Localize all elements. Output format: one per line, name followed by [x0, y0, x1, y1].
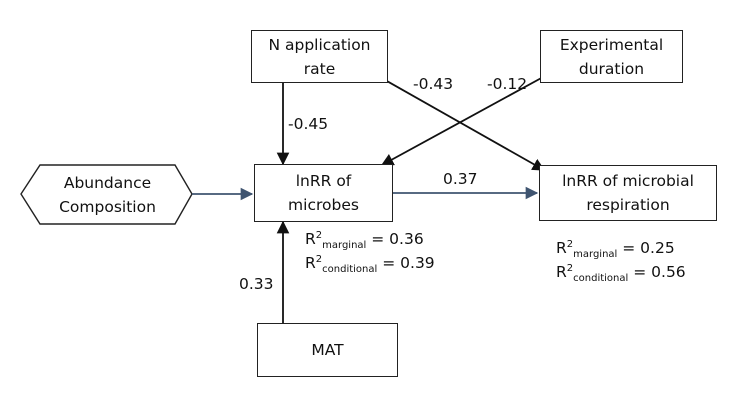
- node-respiration-line2: respiration: [586, 196, 670, 214]
- coef-n-rate-to-respiration: -0.43: [413, 75, 454, 93]
- stats-microbes-conditional: R2conditional = 0.39: [305, 253, 435, 276]
- node-n-rate-line2: rate: [303, 59, 336, 78]
- node-lnrr-microbes: lnRR of microbes: [254, 164, 393, 222]
- stats-respiration: R2marginal = 0.25 R2conditional = 0.56: [556, 236, 686, 284]
- node-lnrr-respiration: lnRR of microbial respiration: [539, 165, 717, 221]
- node-respiration-line1: lnRR of microbial: [562, 172, 694, 190]
- node-microbes-line2: microbes: [288, 196, 359, 214]
- coef-mat-to-microbes: 0.33: [239, 275, 274, 293]
- node-mat-label: MAT: [311, 341, 344, 359]
- node-n-rate-line1: N application: [268, 35, 371, 54]
- stats-microbes: R2marginal = 0.36 R2conditional = 0.39: [305, 227, 435, 275]
- node-microbes-line1: lnRR of: [295, 172, 352, 190]
- arrow-duration-to-microbes: [380, 75, 546, 166]
- arrow-n-rate-to-respiration: [377, 75, 546, 171]
- coef-n-rate-to-microbes: -0.45: [288, 115, 329, 133]
- stats-microbes-marginal: R2marginal = 0.36: [305, 229, 424, 252]
- node-abundance-line2: Composition: [59, 197, 156, 216]
- coef-microbes-to-respiration: 0.37: [443, 170, 478, 188]
- node-n-application-rate: N application rate: [251, 30, 388, 83]
- node-duration-line2: duration: [578, 59, 645, 78]
- node-abundance-line1: Abundance: [63, 173, 152, 192]
- stats-respiration-marginal: R2marginal = 0.25: [556, 238, 675, 261]
- node-duration-line1: Experimental: [559, 35, 664, 54]
- node-experimental-duration: Experimental duration: [540, 30, 683, 83]
- node-mat: MAT: [257, 323, 398, 377]
- node-abundance-composition: Abundance Composition: [40, 165, 175, 224]
- abundance-hexagon: [20, 164, 193, 225]
- stats-respiration-conditional: R2conditional = 0.56: [556, 262, 686, 285]
- coef-duration-to-microbes: -0.12: [487, 75, 528, 93]
